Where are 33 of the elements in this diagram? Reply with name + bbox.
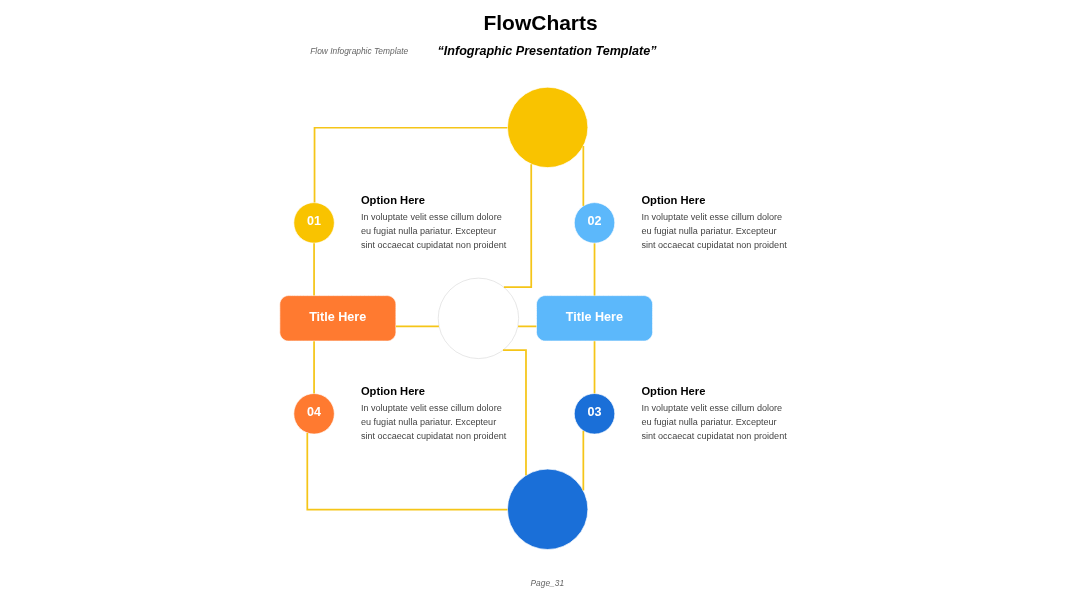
connector <box>305 432 508 511</box>
diagram-title: FlowCharts <box>483 10 598 34</box>
node-circle: 04 <box>292 393 335 435</box>
label: Page_31 <box>530 577 564 588</box>
node-label: Option Here <box>360 384 425 397</box>
node-box: Title Here <box>535 295 653 342</box>
node-label: Option Here <box>360 193 425 206</box>
node-circle: 02 <box>573 202 615 244</box>
node-label: In voluptate velit esse cillum dolore eu fugiat nulla pariatur. Excepteur sint occaecat cupidatat non proident <box>640 211 787 250</box>
connector <box>312 242 315 297</box>
node-circle <box>506 86 588 168</box>
connector <box>313 126 508 204</box>
node-circle: 01 <box>292 202 335 244</box>
node-label: Option Here <box>640 193 705 206</box>
connector <box>593 340 595 395</box>
node-circle <box>506 468 588 550</box>
node-circle: 03 <box>573 393 615 435</box>
node-label: Option Here <box>640 384 705 397</box>
connector <box>312 340 315 395</box>
node-circle <box>437 277 519 359</box>
connector <box>593 242 595 297</box>
connector <box>394 325 440 328</box>
node-label: In voluptate velit esse cillum dolore eu fugiat nulla pariatur. Excepteur sint occaecat cupidatat non proident <box>640 402 787 441</box>
connector <box>581 145 584 207</box>
connector <box>502 163 532 289</box>
label: Flow Infographic Template <box>309 45 408 56</box>
node-box: Title Here <box>278 295 396 342</box>
node-label: In voluptate velit esse cillum dolore eu fugiat nulla pariatur. Excepteur sint occaecat cupidatat non proident <box>360 402 506 441</box>
connector <box>581 430 584 492</box>
label: “Infographic Presentation Template” <box>437 43 657 58</box>
connector <box>501 349 527 477</box>
connector <box>516 325 537 328</box>
node-label: In voluptate velit esse cillum dolore eu fugiat nulla pariatur. Excepteur sint occaecat cupidatat non proident <box>360 211 506 250</box>
